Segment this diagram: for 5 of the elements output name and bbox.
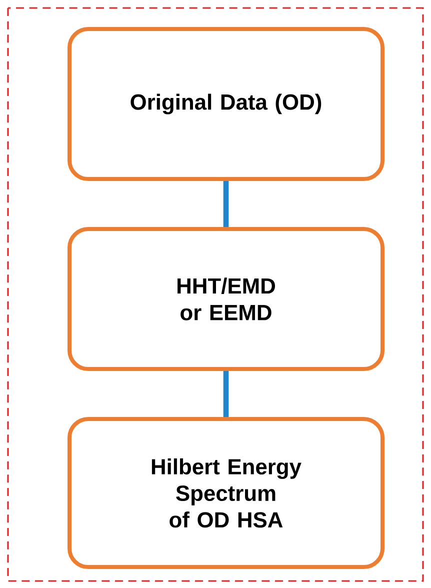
connector-line xyxy=(223,181,229,227)
process-box: Original Data (OD) xyxy=(68,27,384,181)
connector-line xyxy=(223,371,229,417)
process-box: HHT/EMD or EEMD xyxy=(68,227,384,371)
process-box: Hilbert Energy Spectrum of OD HSA xyxy=(68,417,384,569)
